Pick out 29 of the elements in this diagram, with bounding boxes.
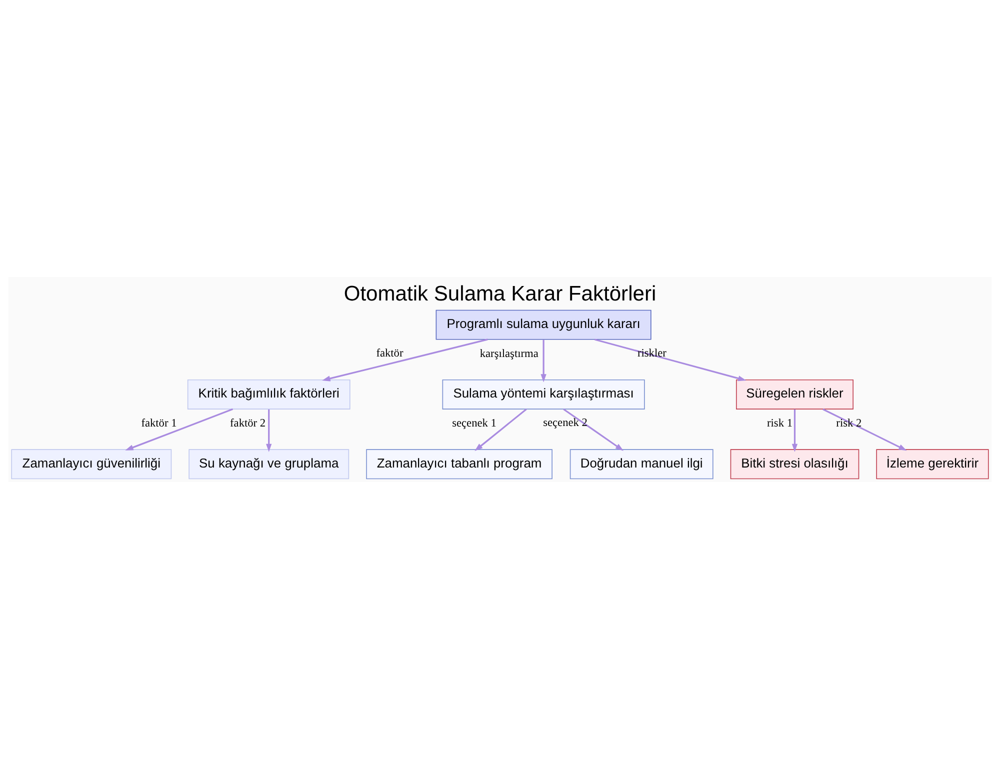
edge-label: seçenek 2: [543, 417, 588, 430]
edge-label: faktör: [376, 348, 404, 360]
edge-label: risk 2: [836, 417, 862, 430]
node-box: Programlı sulama uygunluk kararı: [436, 310, 652, 340]
arrow: [266, 409, 272, 452]
edge-label: risk 1: [767, 417, 792, 430]
node-box: Kritik bağımlılık faktörleri: [187, 380, 350, 410]
arrow: [594, 338, 746, 382]
edge-label: faktör 1: [141, 417, 177, 430]
arrow: [822, 408, 907, 451]
node-box: Zamanlayıcı tabanlı program: [366, 449, 552, 480]
edge-label: seçenek 1: [452, 417, 496, 430]
arrow: [563, 408, 624, 451]
arrow: [125, 408, 234, 450]
node-box: Doğrudan manuel ilgi: [570, 449, 714, 480]
edge-label: faktör 2: [230, 417, 266, 430]
arrow: [540, 340, 546, 382]
edge-label: karşılaştırma: [480, 348, 538, 360]
arrow: [792, 409, 798, 452]
node-box: Zamanlayıcı güvenilirliği: [11, 449, 172, 480]
diagram-title: Otomatik Sulama Karar Faktörleri: [344, 282, 656, 306]
node-box: İzleme gerektirir: [876, 449, 989, 480]
node-box: Sulama yöntemi karşılaştırması: [442, 380, 645, 410]
edge-label: riskler: [637, 348, 666, 360]
node-box: Su kaynağı ve gruplama: [188, 449, 350, 480]
node-box: Bitki stresi olasılığı: [730, 449, 860, 480]
arrow: [322, 338, 488, 382]
arrow: [474, 408, 527, 451]
node-box: Süregelen riskler: [736, 380, 854, 410]
